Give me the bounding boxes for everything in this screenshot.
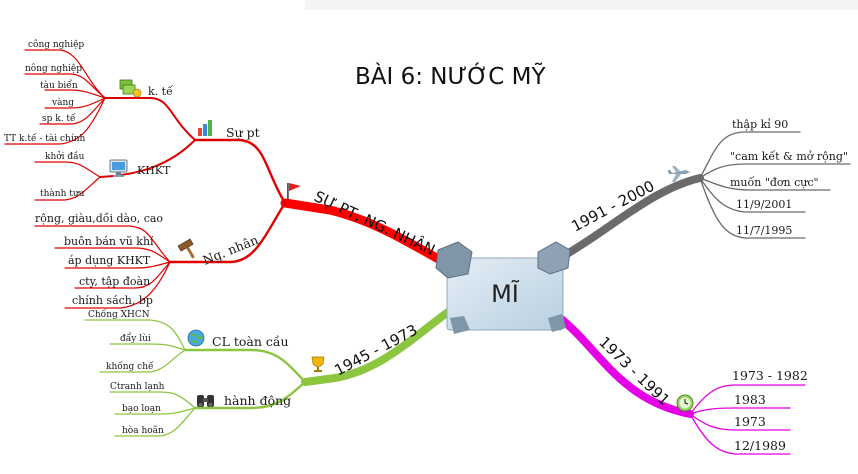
chart-icon: [198, 120, 212, 136]
top-bar: [305, 0, 858, 10]
leaf-1983: 1983: [734, 392, 766, 407]
leaf-sp-kte: sp k. tế: [42, 113, 76, 124]
flag-icon: [287, 183, 301, 199]
globe-icon: [187, 329, 205, 347]
gavel-icon: [177, 238, 195, 259]
leaf-khong-che: khống chế: [106, 361, 154, 372]
label-cl-toan-cau: CL toàn cầu: [212, 334, 289, 349]
leaf-ctranh-lanh: Ctranh lạnh: [110, 382, 165, 392]
leaf-thanh-tuu: thành tựu: [40, 188, 85, 199]
leaf-don-cuc: muốn "đơn cực": [730, 176, 819, 189]
leaf-bao-loan: bạo loạn: [122, 404, 161, 414]
leaf-day-lui: đẩy lùi: [120, 332, 151, 344]
left-hand-icon: [435, 241, 473, 279]
leaf-rong-giau: rộng, giàu,dồi dào, cao: [35, 212, 163, 225]
airplane-icon: [668, 166, 690, 182]
leaf-tt-kte: TT k.tế - tài chính: [4, 133, 85, 144]
computer-icon: [109, 159, 128, 177]
branch-1945-lines: [84, 308, 452, 437]
leaf-11-9-2001: 11/9/2001: [736, 198, 792, 211]
left-corner-icon: [450, 316, 470, 334]
leaf-nong-nghiep: nông nghiệp: [25, 63, 82, 74]
center-node[interactable]: MĨ: [435, 241, 571, 334]
center-label: MĨ: [491, 278, 520, 308]
label-khkt: KHKT: [137, 164, 171, 177]
label-1945: 1945 - 1973: [331, 321, 420, 380]
label-hanh-dong: hành động: [224, 393, 291, 408]
leaf-11-7-1995: 11/7/1995: [736, 224, 792, 237]
binoculars-icon: [197, 395, 214, 407]
trophy-icon: [311, 356, 325, 372]
leaf-1973: 1973: [734, 414, 766, 429]
leaf-12-1989: 12/1989: [734, 438, 786, 453]
leaf-ap-dung: áp dụng KHKT: [68, 254, 151, 267]
leaf-tau-bien: tàu biển: [40, 79, 78, 91]
leaf-chong-xhcn: Chống XHCN: [88, 309, 150, 320]
leaf-hoa-hoan: hòa hoãn: [122, 425, 164, 436]
right-corner-icon: [548, 314, 566, 332]
leaf-cty: cty, tập đoàn: [79, 275, 150, 288]
leaf-1973-1982: 1973 - 1982: [732, 368, 808, 383]
label-su-pt: SỰ PT, NG. NHÂN: [311, 186, 438, 259]
leaf-cong-nghiep: công nghiệp: [28, 39, 84, 50]
money-icon: [119, 79, 142, 98]
label-kte: k. tế: [148, 85, 173, 98]
label-supt: Sự pt: [226, 125, 260, 140]
branch-1991-lines: [556, 131, 851, 262]
leaf-khoi-dau: khởi đầu: [45, 151, 85, 162]
leaf-cam-ket: "cam kết & mở rộng": [730, 150, 848, 163]
leaf-buon-ban: buôn bán vũ khí: [64, 235, 154, 248]
branch-1973-lines: [556, 314, 806, 455]
clock-icon: [676, 394, 694, 412]
right-hand-icon: [537, 241, 571, 275]
leaf-thap-ki: thập kỉ 90: [732, 118, 788, 131]
leaf-chinh-sach: chính sách, bp: [72, 294, 153, 307]
branch-su-pt-lines: [4, 49, 460, 309]
page-title: BÀI 6: NƯỚC MỸ: [355, 64, 546, 90]
leaf-vang: vàng: [51, 97, 74, 108]
